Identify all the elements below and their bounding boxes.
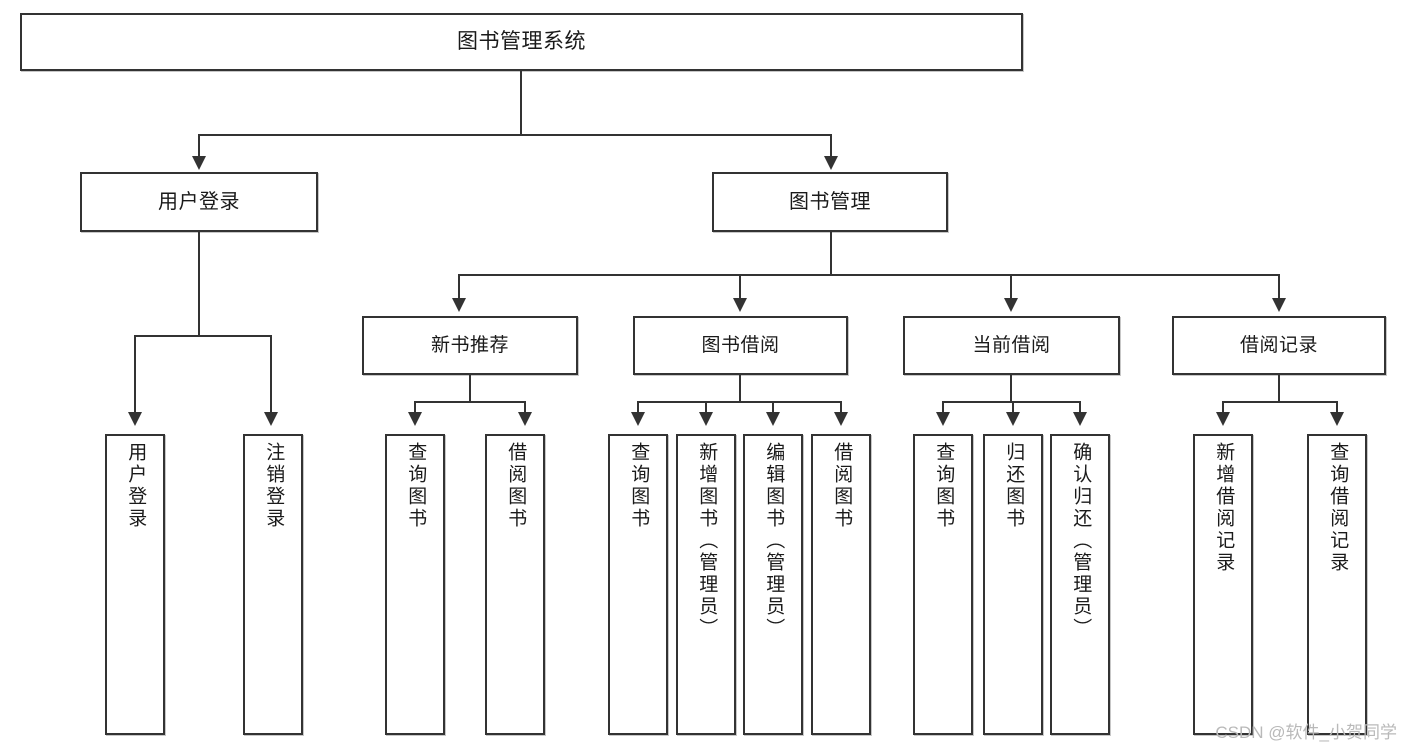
node-new-book-recommend[interactable]: 新书推荐 [362, 316, 578, 375]
arrowhead-current-borrow-leaf-3 [1073, 412, 1087, 426]
node-book-management[interactable]: 图书管理 [712, 172, 948, 232]
connector-level1-bus [198, 134, 832, 136]
connector-user-login-leaf-1 [134, 335, 136, 415]
connector-to-borrow-record [1278, 274, 1280, 300]
node-label: 编辑图书（管理员） [763, 442, 785, 640]
leaf-borrow-record-add-record[interactable]: 新增借阅记录 [1193, 434, 1253, 735]
arrowhead-to-new-book-recommend [452, 298, 466, 312]
arrowhead-to-current-borrow [1004, 298, 1018, 312]
arrowhead-current-borrow-leaf-1 [936, 412, 950, 426]
node-label: 图书管理 [789, 190, 871, 213]
leaf-current-borrow-confirm-return-admin[interactable]: 确认归还（管理员） [1050, 434, 1110, 735]
connector-current-borrow-leaf-2 [1012, 401, 1014, 415]
connector-book-borrow-leaf-2 [705, 401, 707, 415]
connector-borrow-record-stem [1278, 375, 1280, 402]
connector-new-book-stem [469, 375, 471, 402]
leaf-borrow-record-query-record[interactable]: 查询借阅记录 [1307, 434, 1367, 735]
arrowhead-borrow-record-leaf-1 [1216, 412, 1230, 426]
connector-book-borrow-bus [637, 401, 841, 403]
node-label: 用户登录 [125, 442, 147, 530]
connector-borrow-record-leaf-1 [1222, 401, 1224, 415]
arrowhead-book-borrow-leaf-2 [699, 412, 713, 426]
connector-current-borrow-leaf-3 [1079, 401, 1081, 415]
leaf-current-borrow-query-book[interactable]: 查询图书 [913, 434, 973, 735]
connector-to-new-book-recommend [458, 274, 460, 300]
arrowhead-new-book-leaf-2 [518, 412, 532, 426]
arrowhead-user-login-leaf-1 [128, 412, 142, 426]
leaf-new-book-borrow-book[interactable]: 借阅图书 [485, 434, 545, 735]
connector-to-user-login [198, 134, 200, 160]
arrowhead-borrow-record-leaf-2 [1330, 412, 1344, 426]
connector-to-book-management [830, 134, 832, 160]
arrowhead-book-borrow-leaf-1 [631, 412, 645, 426]
connector-current-borrow-leaf-1 [942, 401, 944, 415]
connector-level2-bus [458, 274, 1280, 276]
leaf-book-borrow-query-book[interactable]: 查询图书 [608, 434, 668, 735]
arrowhead-new-book-leaf-1 [408, 412, 422, 426]
arrowhead-user-login-leaf-2 [264, 412, 278, 426]
node-label: 查询图书 [405, 442, 427, 530]
node-label: 归还图书 [1003, 442, 1025, 530]
connector-book-borrow-leaf-1 [637, 401, 639, 415]
node-label: 查询图书 [628, 442, 650, 530]
arrowhead-to-user-login [192, 156, 206, 170]
leaf-user-login-login[interactable]: 用户登录 [105, 434, 165, 735]
node-label: 查询图书 [933, 442, 955, 530]
connector-new-book-leaf-1 [414, 401, 416, 415]
leaf-user-login-logout[interactable]: 注销登录 [243, 434, 303, 735]
node-label: 借阅图书 [831, 442, 853, 530]
node-label: 注销登录 [263, 442, 285, 530]
arrowhead-book-borrow-leaf-3 [766, 412, 780, 426]
leaf-book-borrow-edit-book-admin[interactable]: 编辑图书（管理员） [743, 434, 803, 735]
node-current-borrow[interactable]: 当前借阅 [903, 316, 1120, 375]
connector-user-login-leaf-2 [270, 335, 272, 415]
arrowhead-to-book-management [824, 156, 838, 170]
connector-book-borrow-leaf-3 [772, 401, 774, 415]
connector-borrow-record-bus [1222, 401, 1338, 403]
connector-root-stem [520, 71, 522, 135]
node-label: 新增图书（管理员） [696, 442, 718, 640]
leaf-book-borrow-borrow-book[interactable]: 借阅图书 [811, 434, 871, 735]
arrowhead-book-borrow-leaf-4 [834, 412, 848, 426]
node-label: 当前借阅 [972, 334, 1051, 356]
connector-new-book-leaf-2 [524, 401, 526, 415]
leaf-book-borrow-add-book-admin[interactable]: 新增图书（管理员） [676, 434, 736, 735]
arrowhead-to-book-borrow [733, 298, 747, 312]
connector-new-book-bus [414, 401, 526, 403]
arrowhead-current-borrow-leaf-2 [1006, 412, 1020, 426]
node-label: 图书借阅 [701, 334, 780, 356]
node-label: 新增借阅记录 [1213, 442, 1235, 574]
node-label: 图书管理系统 [457, 29, 586, 53]
connector-current-borrow-bus [942, 401, 1080, 403]
connector-current-borrow-stem [1010, 375, 1012, 402]
node-label: 用户登录 [158, 190, 240, 213]
leaf-current-borrow-return-book[interactable]: 归还图书 [983, 434, 1043, 735]
connector-user-login-bus [134, 335, 270, 337]
arrowhead-to-borrow-record [1272, 298, 1286, 312]
node-label: 借阅图书 [505, 442, 527, 530]
node-label: 确认归还（管理员） [1070, 442, 1092, 640]
connector-user-login-stem [198, 232, 200, 336]
node-book-borrow[interactable]: 图书借阅 [633, 316, 848, 375]
node-label: 借阅记录 [1239, 334, 1318, 356]
connector-to-current-borrow [1010, 274, 1012, 300]
node-label: 新书推荐 [430, 334, 509, 356]
node-user-login[interactable]: 用户登录 [80, 172, 318, 232]
connector-book-borrow-leaf-4 [840, 401, 842, 415]
connector-book-management-stem [830, 232, 832, 276]
connector-book-borrow-stem [739, 375, 741, 402]
node-borrow-record[interactable]: 借阅记录 [1172, 316, 1386, 375]
leaf-new-book-query-book[interactable]: 查询图书 [385, 434, 445, 735]
connector-borrow-record-leaf-2 [1336, 401, 1338, 415]
connector-to-book-borrow [739, 274, 741, 300]
node-root-book-management-system[interactable]: 图书管理系统 [20, 13, 1023, 71]
node-label: 查询借阅记录 [1327, 442, 1349, 574]
watermark-text: CSDN @软件_小贺同学 [1215, 723, 1397, 742]
